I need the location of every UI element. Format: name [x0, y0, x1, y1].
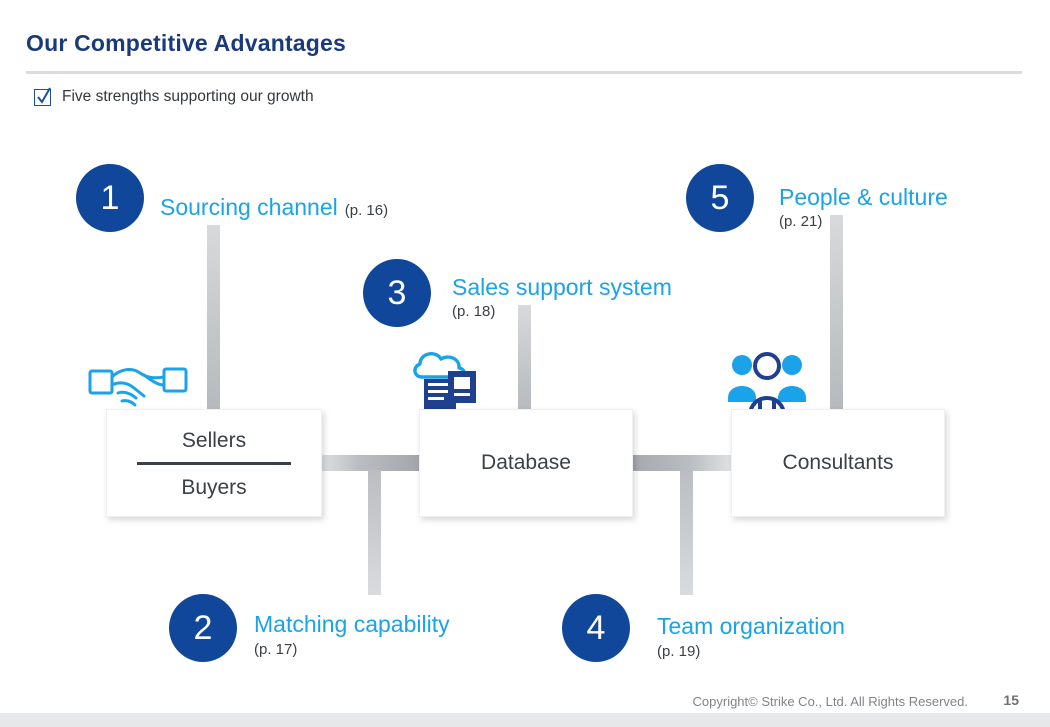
- box-divider: [137, 462, 291, 465]
- connector-bar-node-2: [368, 470, 381, 595]
- node-label-5: People & culture: [779, 184, 948, 210]
- title-divider: [26, 71, 1022, 74]
- box-sellers-buyers[interactable]: Sellers Buyers: [106, 409, 322, 517]
- connector-bar-node-3: [518, 305, 531, 415]
- box-consultants-label: Consultants: [782, 451, 894, 474]
- node-circle-2[interactable]: 2: [169, 594, 237, 662]
- node-page-5: (p. 21): [779, 213, 823, 230]
- node-page-3: (p. 18): [452, 303, 496, 320]
- box-buyers-label: Buyers: [181, 476, 247, 499]
- node-label-3: Sales support system: [452, 274, 672, 300]
- connector-bar-left: [300, 455, 434, 471]
- footer-page-number: 15: [1003, 692, 1019, 708]
- subtitle-row: Five strengths supporting our growth: [34, 87, 314, 106]
- cloud-documents-icon: [408, 345, 492, 422]
- connector-bar-node-5: [830, 215, 843, 415]
- node-label-2: Matching capability: [254, 611, 450, 637]
- connector-bar-right: [612, 455, 752, 471]
- handshake-icon: [88, 355, 188, 422]
- connector-bar-node-4: [680, 470, 693, 595]
- box-database-label: Database: [481, 451, 571, 474]
- box-consultants[interactable]: Consultants: [731, 409, 945, 517]
- node-label-4: Team organization: [657, 613, 845, 639]
- node-page-2: (p. 17): [254, 641, 298, 658]
- footer-copyright: Copyright© Strike Co., Ltd. All Rights R…: [692, 694, 968, 709]
- node-circle-1[interactable]: 1: [76, 164, 144, 232]
- node-label-1: Sourcing channel (p. 16): [160, 194, 388, 221]
- checkbox-checked-icon: [34, 87, 51, 106]
- node-page-1: (p. 16): [344, 202, 389, 219]
- node-page-4: (p. 19): [657, 643, 701, 660]
- subtitle-text: Five strengths supporting our growth: [62, 88, 314, 105]
- node-circle-5[interactable]: 5: [686, 164, 754, 232]
- node-circle-4[interactable]: 4: [562, 594, 630, 662]
- connector-bar-node-1: [207, 225, 220, 415]
- node-label-1-text: Sourcing channel: [160, 194, 338, 220]
- node-circle-3[interactable]: 3: [363, 259, 431, 327]
- box-sellers-label: Sellers: [181, 429, 247, 452]
- page-title: Our Competitive Advantages: [26, 30, 347, 56]
- box-database[interactable]: Database: [419, 409, 633, 517]
- footer-bar: [0, 713, 1050, 727]
